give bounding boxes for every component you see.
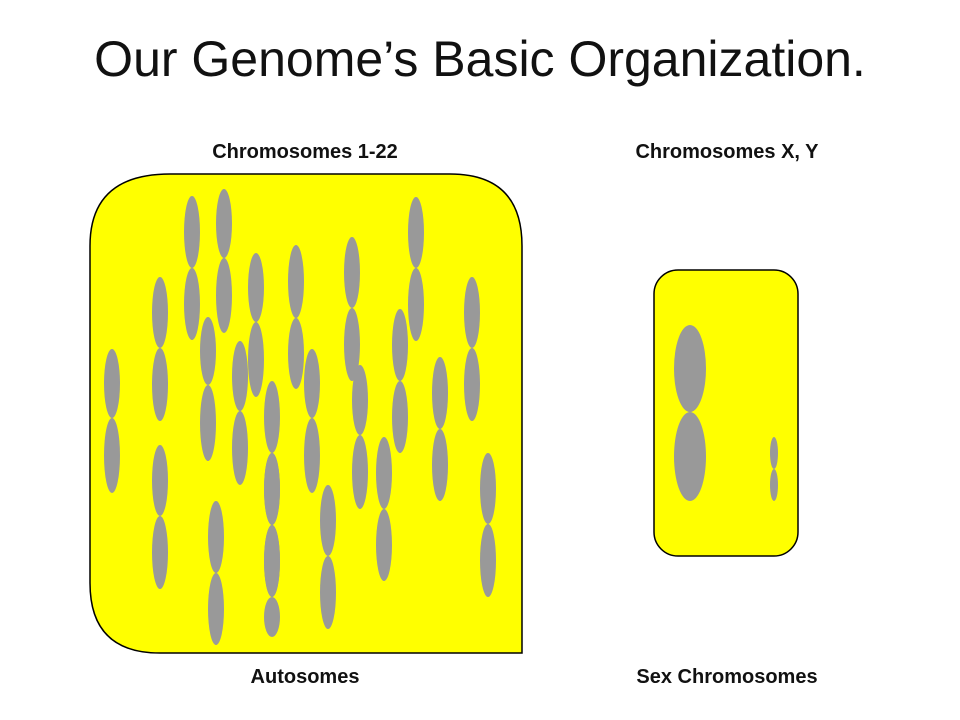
autosomes-container bbox=[89, 173, 523, 654]
chromosome bbox=[674, 325, 706, 501]
chromosome-arm bbox=[432, 357, 448, 429]
chromosome-arm bbox=[320, 556, 336, 629]
chromosome bbox=[432, 357, 448, 501]
chromosome-arm bbox=[770, 437, 778, 469]
chromosome-arm bbox=[216, 189, 232, 258]
chromosome-arm bbox=[208, 501, 224, 573]
chromosome bbox=[104, 349, 120, 493]
chromosome-arm bbox=[248, 322, 264, 397]
chromosome-arm bbox=[264, 381, 280, 453]
chromosome bbox=[200, 317, 216, 461]
chromosome-arm bbox=[264, 453, 280, 525]
chromosome-arm bbox=[184, 268, 200, 340]
sex-chromosomes-panel bbox=[653, 269, 799, 557]
chromosome-arm bbox=[216, 258, 232, 333]
chromosome bbox=[320, 485, 336, 629]
chromosome bbox=[152, 445, 168, 589]
chromosome-arm bbox=[344, 308, 360, 381]
chromosome-arm bbox=[674, 325, 706, 412]
autosomes-heading: Chromosomes 1-22 bbox=[212, 141, 398, 163]
chromosome bbox=[344, 237, 360, 381]
chromosome-arm bbox=[248, 253, 264, 322]
chromosome-arm bbox=[770, 469, 778, 501]
chromosome bbox=[184, 196, 200, 340]
chromosome-arm bbox=[464, 348, 480, 421]
chromosome bbox=[392, 309, 408, 453]
chromosome-arm bbox=[674, 412, 706, 501]
chromosome-arm bbox=[480, 453, 496, 524]
chromosome-arm bbox=[320, 485, 336, 556]
chromosome-arm bbox=[152, 348, 168, 421]
chromosome-arm bbox=[264, 597, 280, 637]
chromosome-arm bbox=[304, 418, 320, 493]
sex-chromosomes bbox=[674, 325, 778, 501]
chromosome bbox=[480, 453, 496, 597]
autosome-chromosomes bbox=[104, 189, 496, 645]
chromosome-arm bbox=[352, 435, 368, 509]
chromosome-arm bbox=[376, 509, 392, 581]
autosomes-panel bbox=[89, 173, 523, 654]
chromosome bbox=[264, 525, 280, 637]
chromosome-arm bbox=[432, 429, 448, 501]
chromosome-arm bbox=[288, 318, 304, 389]
chromosome-arm bbox=[408, 268, 424, 341]
chromosome-arm bbox=[464, 277, 480, 348]
chromosome bbox=[216, 189, 232, 333]
chromosome-arm bbox=[152, 277, 168, 348]
chromosome-arm bbox=[392, 309, 408, 381]
chromosome-arm bbox=[232, 411, 248, 485]
chromosome bbox=[208, 501, 224, 645]
chromosome bbox=[248, 253, 264, 397]
sex-chromosomes-caption: Sex Chromosomes bbox=[636, 666, 818, 688]
chromosome-arm bbox=[480, 524, 496, 597]
chromosome-arm bbox=[200, 317, 216, 385]
chromosome-arm bbox=[352, 365, 368, 435]
chromosome bbox=[770, 437, 778, 501]
chromosome bbox=[408, 197, 424, 341]
chromosome-arm bbox=[392, 381, 408, 453]
chromosome-arm bbox=[208, 573, 224, 645]
page-title: Our Genome’s Basic Organization. bbox=[94, 31, 866, 87]
chromosome-arm bbox=[232, 341, 248, 411]
chromosome bbox=[352, 365, 368, 509]
chromosome-arm bbox=[200, 385, 216, 461]
chromosome-arm bbox=[152, 445, 168, 516]
sex-chromosomes-heading: Chromosomes X, Y bbox=[635, 141, 819, 163]
chromosome-arm bbox=[304, 349, 320, 418]
chromosome bbox=[464, 277, 480, 421]
chromosome bbox=[304, 349, 320, 493]
autosomes-caption: Autosomes bbox=[250, 666, 360, 688]
chromosome bbox=[288, 245, 304, 389]
sex-chromosomes-container bbox=[653, 269, 799, 557]
chromosome bbox=[232, 341, 248, 485]
chromosome bbox=[152, 277, 168, 421]
chromosome-arm bbox=[152, 516, 168, 589]
chromosome-arm bbox=[376, 437, 392, 509]
chromosome-arm bbox=[288, 245, 304, 318]
chromosome-arm bbox=[408, 197, 424, 268]
chromosome bbox=[376, 437, 392, 581]
chromosome-arm bbox=[104, 349, 120, 418]
chromosome-arm bbox=[104, 418, 120, 493]
chromosome-arm bbox=[264, 525, 280, 597]
chromosome-arm bbox=[184, 196, 200, 268]
chromosome-arm bbox=[344, 237, 360, 308]
